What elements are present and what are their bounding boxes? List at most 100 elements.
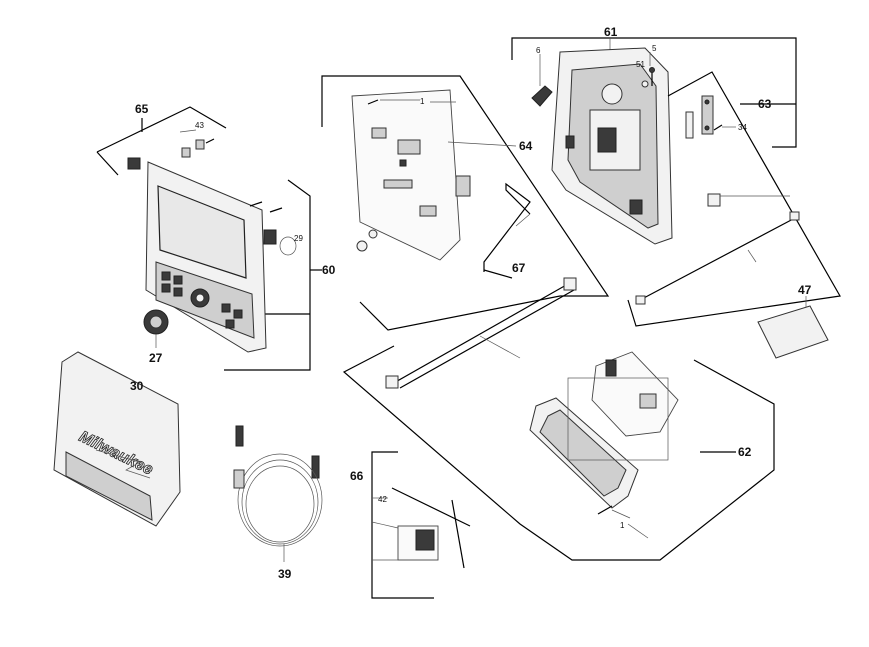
o-ring-small [356, 240, 368, 252]
callout-61: 61 [604, 25, 618, 39]
callout-5: 5 [652, 44, 657, 53]
bezel-screw-b [249, 201, 263, 207]
part-39-cable [233, 425, 323, 562]
cover-lower-panel [65, 451, 153, 521]
leader-66-a [371, 521, 399, 529]
part-47-label [757, 296, 829, 359]
cable-tie-b [451, 499, 465, 569]
ribbon-connector-d [563, 277, 577, 291]
part-6-clip [531, 85, 553, 107]
group-67-bracket [483, 182, 531, 272]
group-65-bracket-tail [96, 151, 119, 176]
nav-dial-center [195, 293, 205, 303]
key-1 [161, 271, 171, 281]
callout-1b: 1 [620, 521, 625, 530]
group-61-rear-housing [511, 37, 797, 245]
side-tab [565, 135, 575, 149]
callout-65: 65 [135, 102, 149, 116]
cable-coil-2 [241, 459, 319, 545]
key-6 [233, 309, 243, 319]
group-61-bracket [511, 37, 797, 148]
callout-39: 39 [278, 567, 292, 581]
cable-coil-1 [237, 453, 323, 547]
cable-coil-3 [245, 465, 315, 543]
speaker-port [601, 83, 623, 105]
part-1-screw-a [367, 99, 379, 105]
callout-27: 27 [149, 351, 163, 365]
door-frame-inner [539, 409, 627, 497]
pcb-connector [383, 179, 413, 189]
callout-60: 60 [322, 263, 336, 277]
pcb-chip-2 [397, 139, 421, 155]
key-5 [221, 303, 231, 313]
power-jack [455, 175, 471, 197]
cable-plug-a [235, 425, 244, 447]
key-3 [161, 283, 171, 293]
ribbon-cable-63 [639, 217, 796, 301]
group-67-ribbon [483, 182, 531, 279]
part-1-screw-b [597, 505, 613, 515]
cable-plug-b [311, 455, 320, 479]
label-card [757, 305, 829, 359]
leader-67 [483, 269, 513, 279]
callout-6: 6 [536, 46, 541, 55]
part-5-screw-head [649, 67, 655, 73]
part-43-pad-a [181, 147, 191, 158]
part-51-washer [641, 80, 649, 88]
group-65-bracket-left [96, 106, 227, 153]
callout-29: 29 [294, 234, 303, 243]
callout-67: 67 [512, 261, 526, 275]
pcb-chip-1 [371, 127, 387, 139]
leader-ribbon-63 [747, 249, 757, 263]
callout-47: 47 [798, 283, 812, 297]
callout-64: 64 [519, 139, 533, 153]
latch-bar [685, 111, 694, 139]
callout-43: 43 [195, 121, 204, 130]
battery-contact [597, 127, 617, 153]
cable-clip [707, 193, 721, 207]
callout-62: 62 [738, 445, 752, 459]
ribbon-cable-62 [391, 283, 569, 385]
group-64-bracket [321, 75, 610, 331]
group-64-main-board [321, 75, 610, 331]
group-60-bracket [224, 179, 311, 371]
group-66-bracket [371, 451, 434, 599]
o-ring-tiny [368, 229, 378, 239]
pcb-chip-3 [419, 205, 437, 217]
knob-small [127, 157, 141, 170]
door-board [591, 351, 679, 437]
callout-51: 51 [636, 60, 645, 69]
leader-1b-ext [627, 523, 649, 539]
part-29-knob [263, 229, 277, 245]
part-43-screw [205, 138, 215, 144]
latch-plate [701, 95, 714, 135]
callout-1a: 1 [420, 97, 425, 106]
callout-42: 42 [378, 495, 387, 504]
part-27-knob-cap [149, 315, 163, 329]
callout-34: 34 [738, 123, 747, 132]
group-62-battery-door [342, 277, 775, 561]
ribbon-connector-b [635, 295, 646, 305]
cable-ferrite [233, 469, 245, 489]
key-7 [225, 319, 235, 329]
part-34-screw [713, 124, 723, 131]
group-67-edge [515, 213, 531, 227]
main-pcb [351, 89, 461, 261]
callout-63: 63 [758, 97, 772, 111]
leader-ribbon-62 [479, 335, 521, 359]
bezel-screw-a [269, 207, 283, 213]
leader-64 [447, 141, 517, 147]
group-60-front-bezel [143, 161, 322, 371]
door-board-outline [567, 377, 669, 461]
cover-lightning [95, 449, 151, 479]
group-66-ties [371, 451, 471, 599]
cable-tie-a [391, 487, 471, 527]
callout-30: 30 [130, 379, 144, 393]
small-board-connector [415, 529, 435, 551]
ribbon-connector-a [789, 211, 800, 221]
door-board-chip [639, 393, 657, 409]
leader-1b [611, 509, 631, 519]
part-29-o-ring [279, 236, 297, 256]
group-65-small-parts [96, 106, 227, 176]
ribbon-connector-c [385, 375, 399, 389]
